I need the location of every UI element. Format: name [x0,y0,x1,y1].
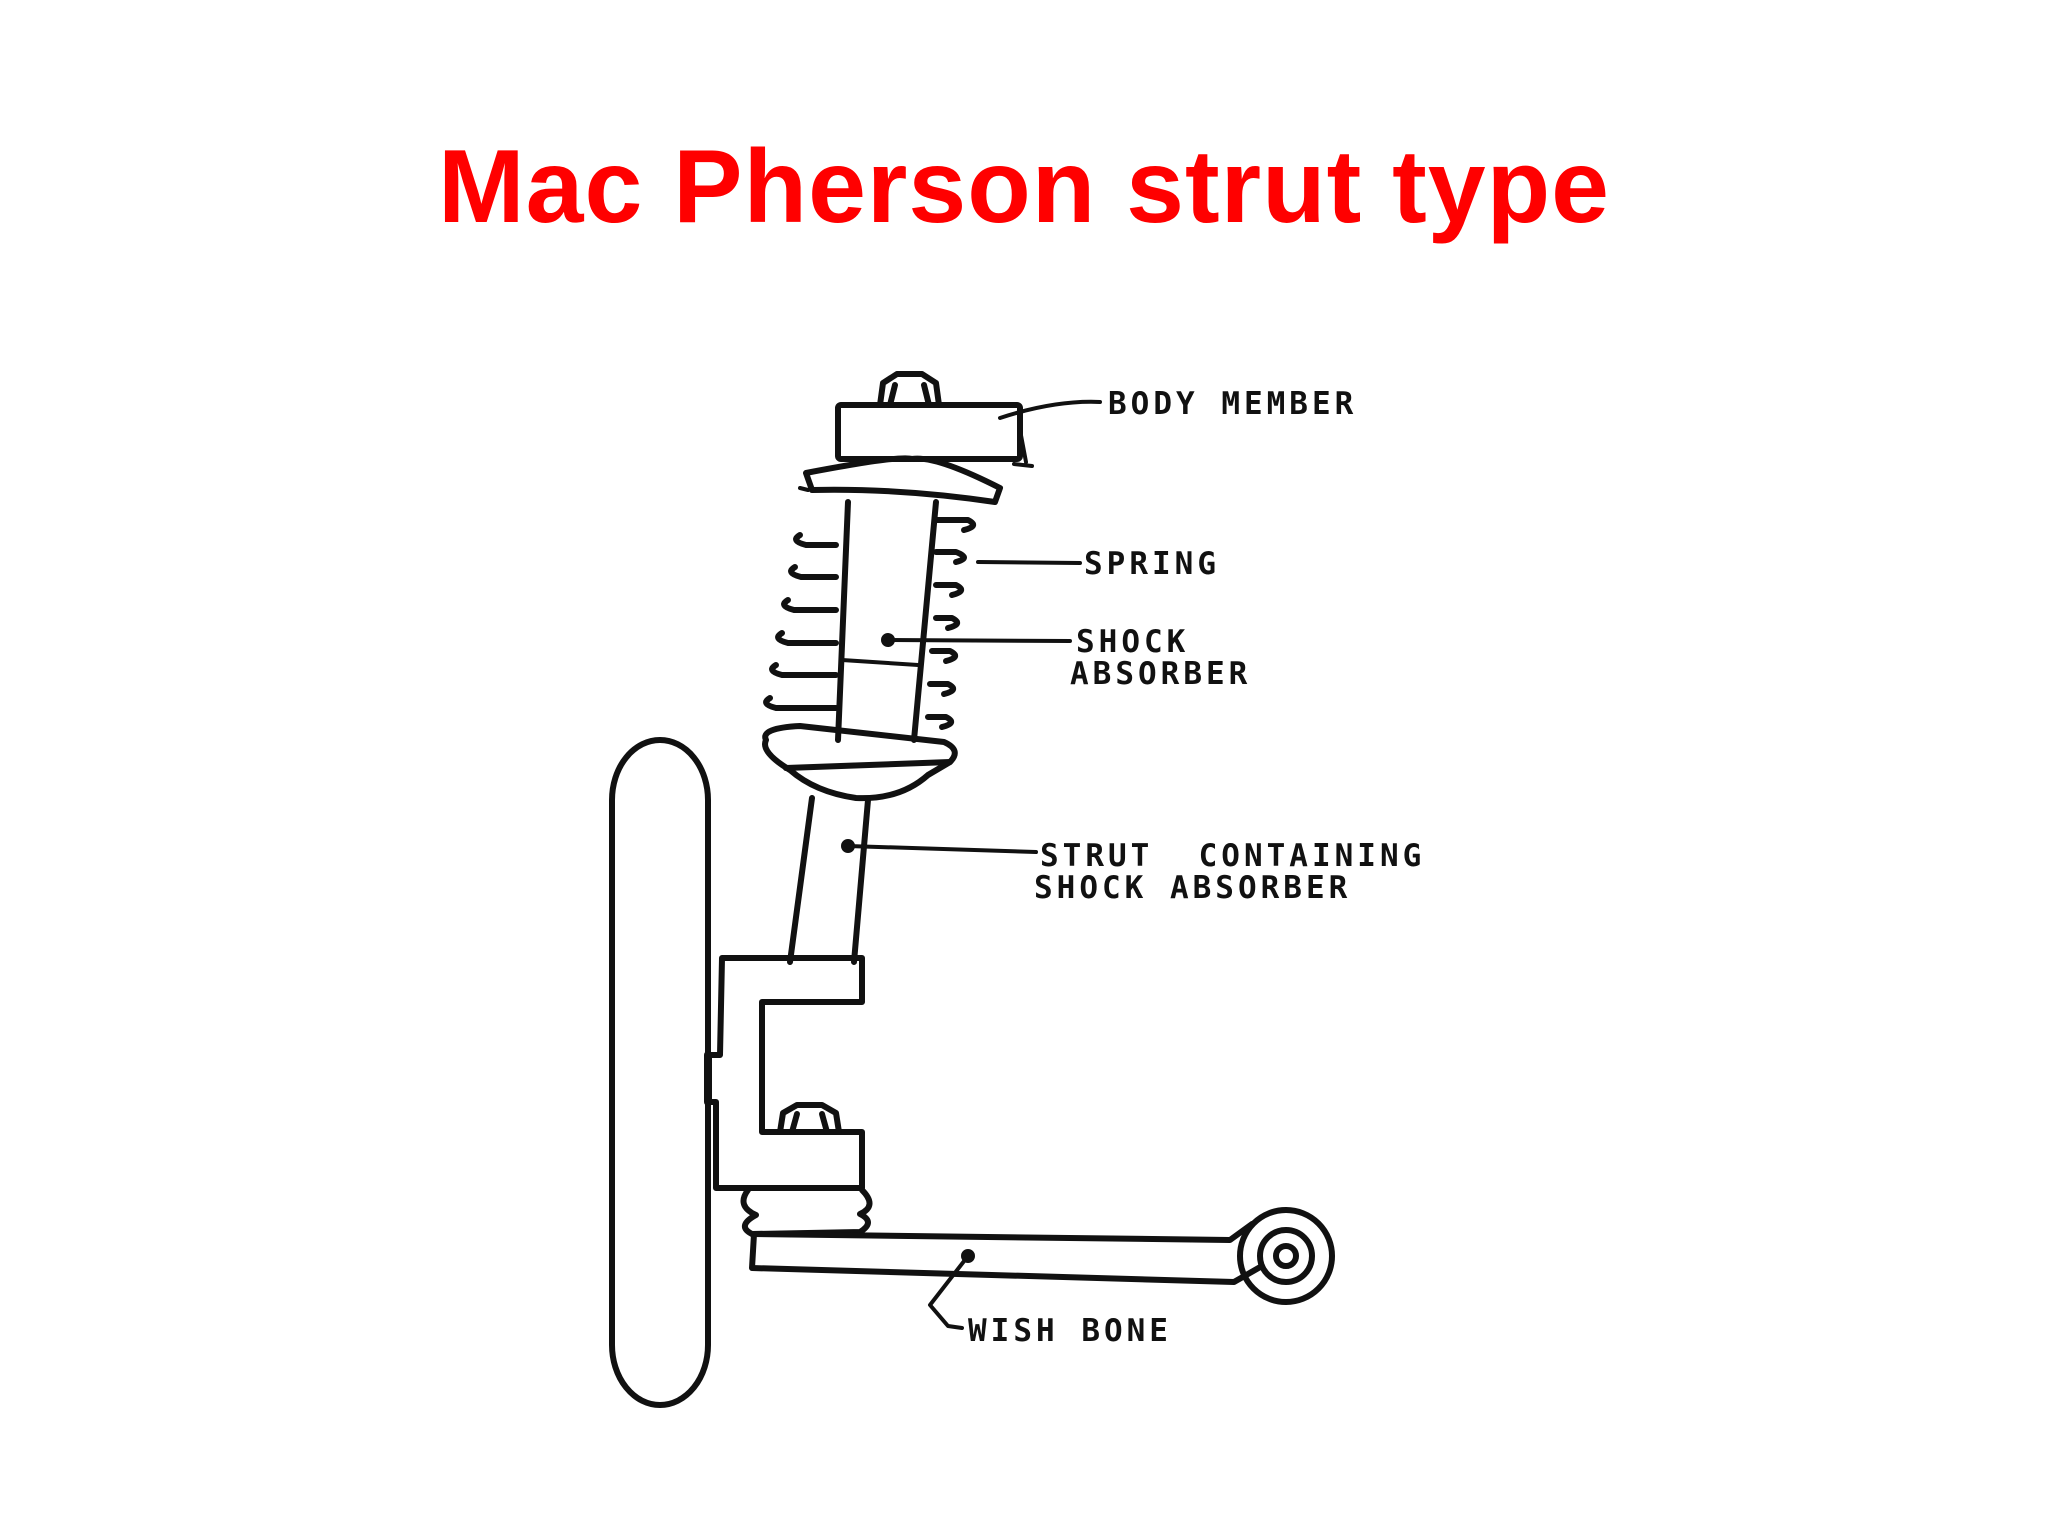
wish-bone [749,1207,1335,1305]
strut-tube [787,795,871,965]
label-shock-absorber-line2: ABSORBER [1070,656,1251,692]
label-strut-line2: SHOCK ABSORBER [1034,870,1351,906]
label-spring: SPRING [1084,546,1220,582]
top-mount-nut [877,371,942,408]
slide-title: Mac Pherson strut type [437,129,1611,245]
steering-knuckle [705,955,865,1191]
shock-absorber [835,499,939,743]
upper-spring-seat [803,455,1003,505]
label-body-member: BODY MEMBER [1108,386,1357,422]
label-wish-bone: WISH BONE [968,1313,1172,1349]
leader-lines [841,399,1102,1330]
wheel [609,737,711,1408]
body-member [835,402,1023,462]
coil-spring [763,517,977,730]
ball-joint-bush [740,1187,873,1237]
label-shock-absorber-line1: SHOCK [1076,624,1189,660]
ball-joint-nut [777,1102,842,1135]
label-strut-line1: STRUT CONTAINING [1040,838,1425,874]
